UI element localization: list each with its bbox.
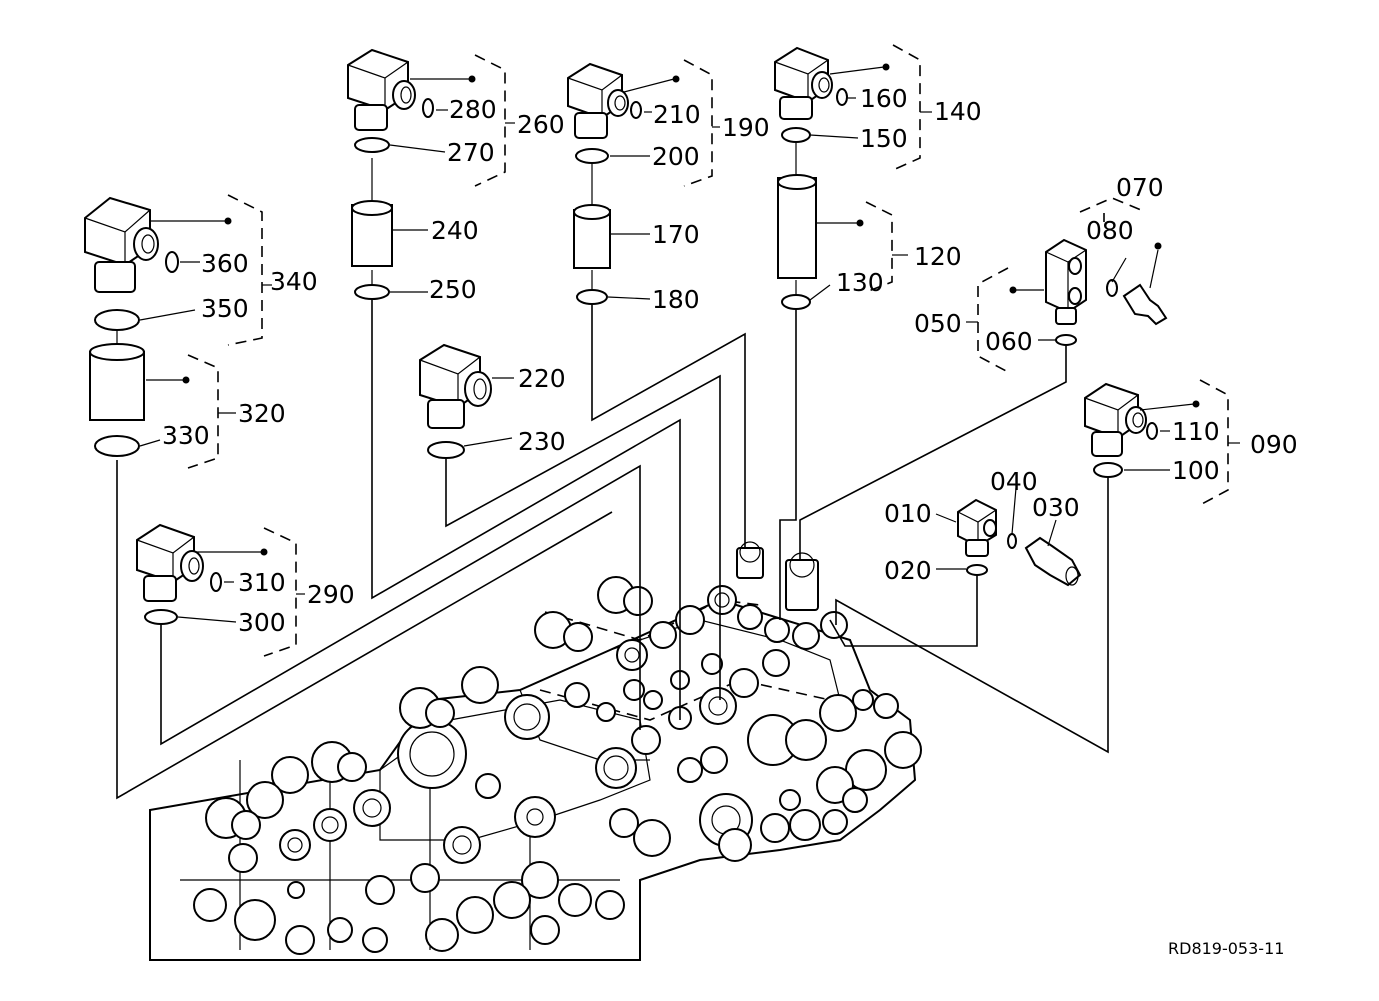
label-150: 150 (860, 124, 908, 153)
label-010: 010 (884, 499, 932, 528)
fitting-group-340 (84, 194, 272, 469)
control-valve-body (149, 541, 922, 961)
fitting-group-260 (347, 48, 515, 300)
label-220: 220 (518, 364, 566, 393)
fitting-group-010 (935, 487, 1082, 587)
label-100: 100 (1172, 456, 1220, 485)
label-250: 250 (429, 275, 477, 304)
label-130: 130 (836, 268, 884, 297)
label-330: 330 (162, 421, 210, 450)
label-300: 300 (238, 608, 286, 637)
label-060: 060 (985, 327, 1033, 356)
fitting-group-220 (419, 343, 514, 459)
label-040: 040 (990, 467, 1038, 496)
label-190: 190 (722, 113, 770, 142)
label-170: 170 (652, 220, 700, 249)
fitting-group-290 (136, 523, 305, 657)
fitting-group-090 (1084, 379, 1240, 506)
label-160: 160 (860, 84, 908, 113)
label-310: 310 (238, 568, 286, 597)
label-030: 030 (1032, 493, 1080, 522)
label-260: 260 (517, 110, 565, 139)
label-230: 230 (518, 427, 566, 456)
label-050: 050 (914, 309, 962, 338)
label-020: 020 (884, 556, 932, 585)
label-080: 080 (1086, 216, 1134, 245)
label-200: 200 (652, 142, 700, 171)
label-360: 360 (201, 249, 249, 278)
label-340: 340 (270, 267, 318, 296)
label-240: 240 (431, 216, 479, 245)
label-090: 090 (1250, 430, 1298, 459)
label-350: 350 (201, 294, 249, 323)
label-270: 270 (447, 138, 495, 167)
fitting-group-190 (567, 59, 720, 305)
fitting-group-140 (774, 44, 932, 310)
label-140: 140 (934, 97, 982, 126)
label-070: 070 (1116, 173, 1164, 202)
label-280: 280 (449, 95, 497, 124)
fitting-group-050 (966, 197, 1168, 373)
label-320: 320 (238, 399, 286, 428)
label-290: 290 (307, 580, 355, 609)
part-number-labels: 360 340 350 320 330 280 260 270 240 250 … (162, 84, 1298, 958)
label-120: 120 (914, 242, 962, 271)
label-110: 110 (1172, 417, 1220, 446)
label-210: 210 (653, 100, 701, 129)
label-180: 180 (652, 285, 700, 314)
reference-code: RD819-053-11 (1168, 939, 1284, 958)
leader-lines (116, 143, 1109, 800)
